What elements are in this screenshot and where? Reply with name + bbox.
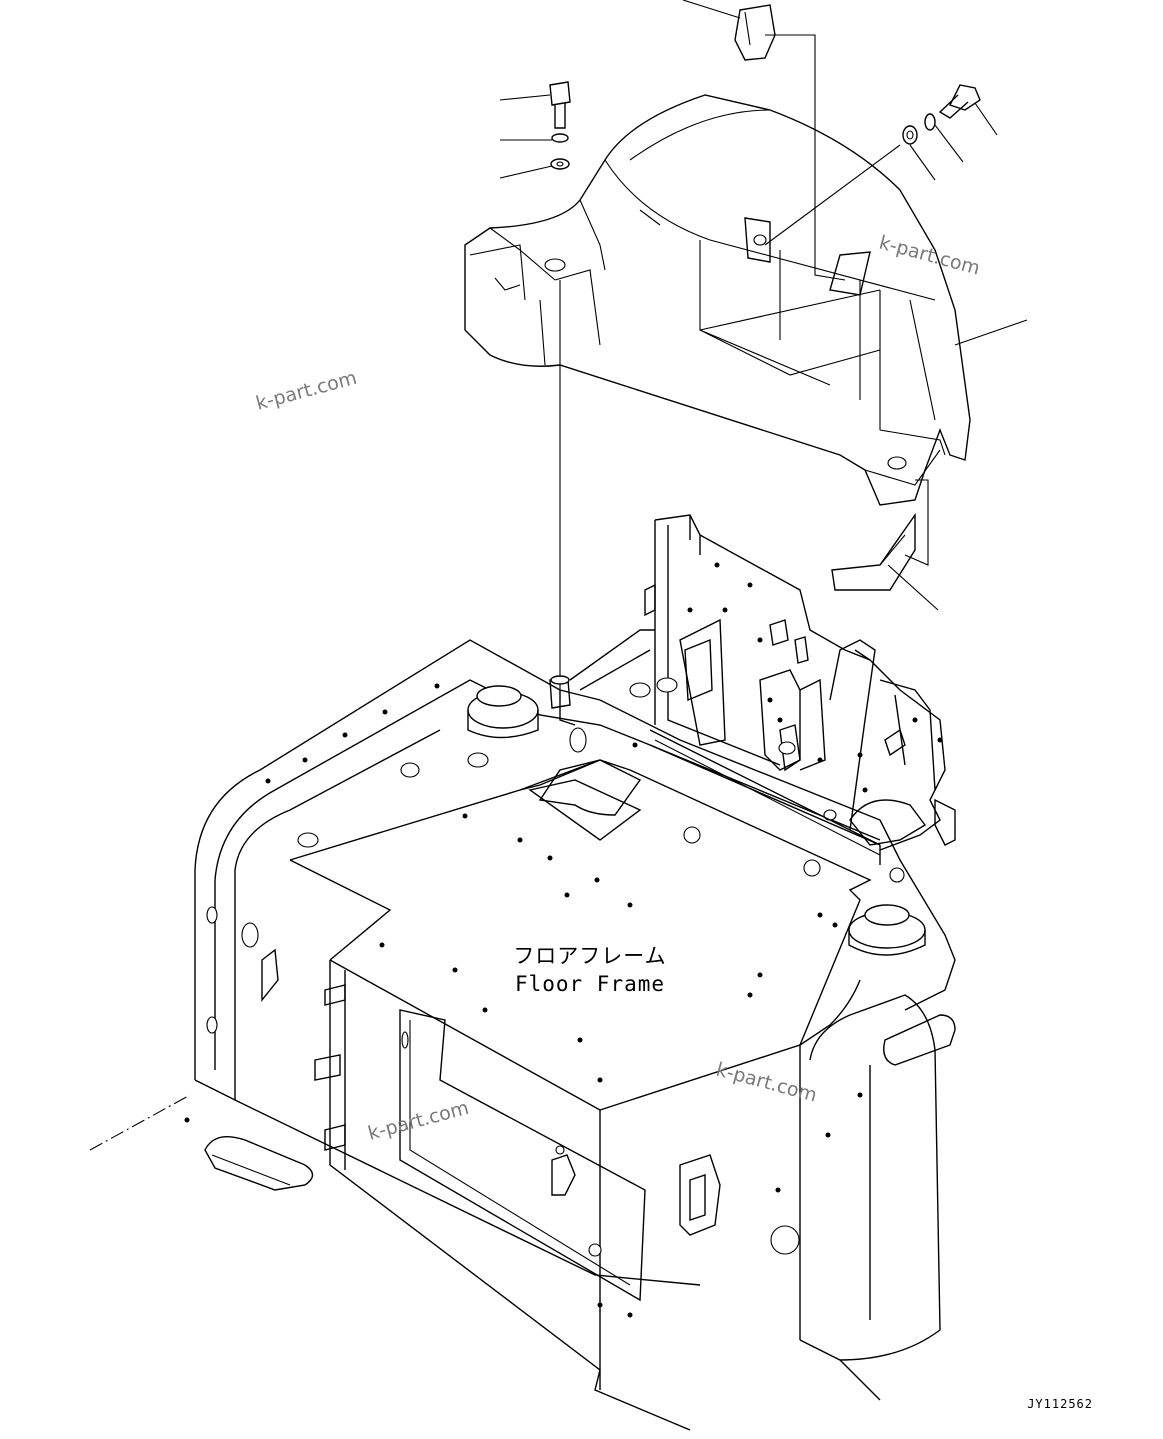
drawing-code: JY112562	[1027, 1397, 1093, 1411]
watermark-right: k-part.com	[714, 1059, 820, 1107]
watermark-bottom-left: k-part.com	[366, 1097, 472, 1145]
spacer	[549, 675, 571, 709]
floor-frame-label-en: Floor Frame	[515, 972, 665, 996]
floor-frame	[89, 639, 956, 1431]
watermark-top-right: k-part.com	[877, 232, 983, 280]
bolt-right-stack	[764, 84, 981, 246]
mounting-plate	[831, 512, 916, 591]
mount-holes	[184, 683, 863, 1318]
cushion-pad	[734, 4, 776, 61]
leader-lines	[499, 0, 1028, 611]
console-bracket	[569, 514, 956, 856]
floor-frame-label-jp: フロアフレーム	[513, 944, 666, 968]
bolt-left-stack	[549, 81, 571, 700]
watermark-left: k-part.com	[254, 367, 360, 415]
cover	[464, 94, 971, 506]
